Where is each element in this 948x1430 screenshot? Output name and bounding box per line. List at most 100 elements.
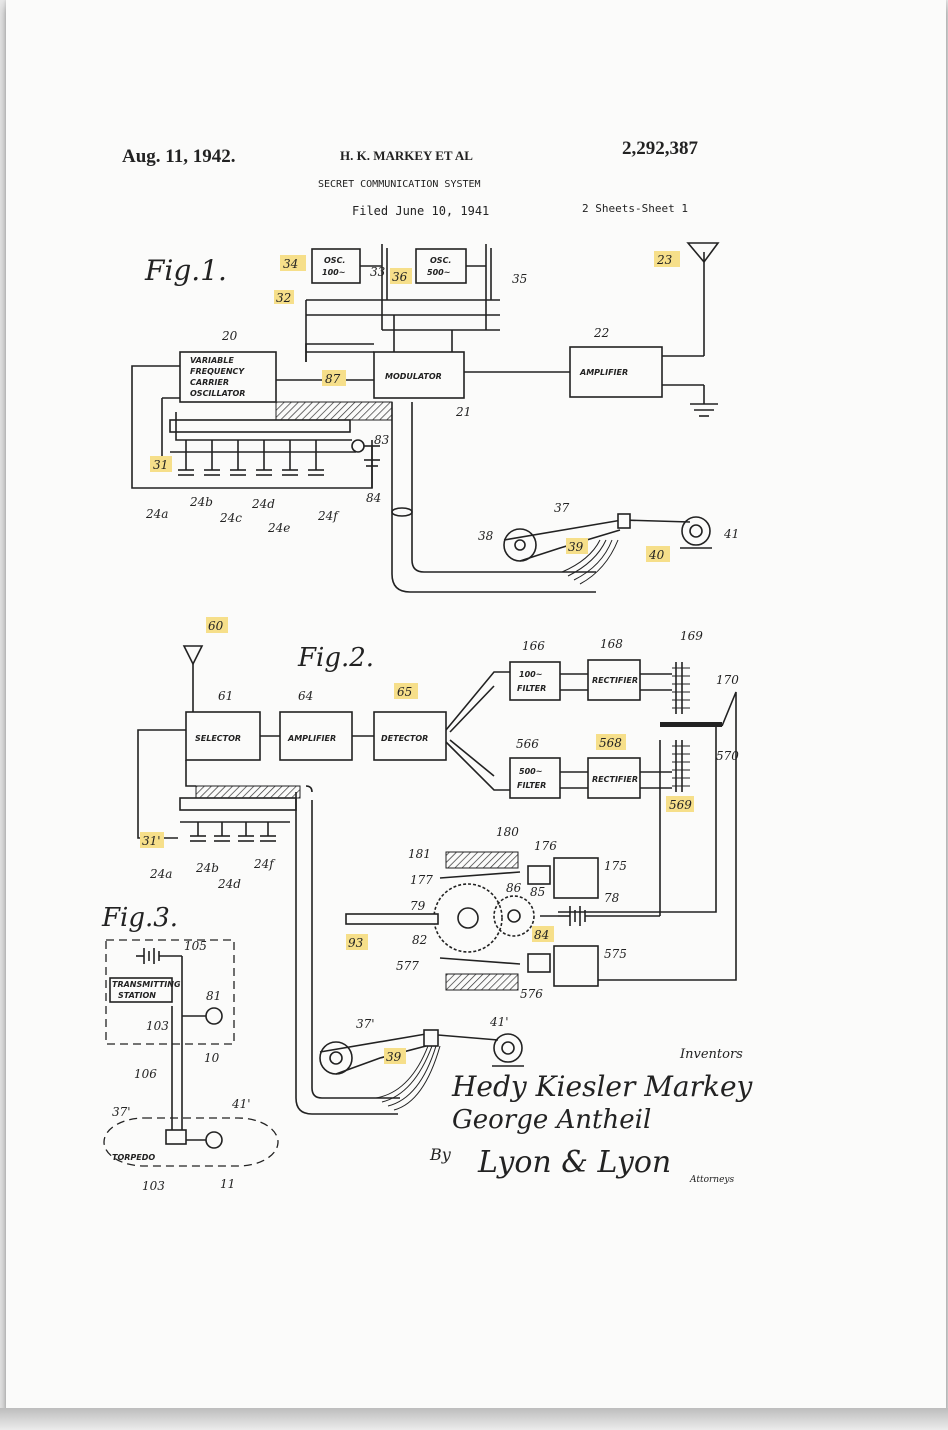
- rectifier-label-1: RECTIFIER: [592, 676, 638, 685]
- ref-40: 40: [648, 548, 665, 562]
- station-line2: STATION: [118, 991, 156, 1000]
- ref-65: 65: [397, 685, 412, 699]
- ref-32: 32: [276, 291, 291, 305]
- station-box: [109, 977, 173, 1003]
- osc-100-line2: 100~: [322, 268, 345, 277]
- ref-10: 10: [204, 1051, 220, 1065]
- modulator-box: [373, 351, 465, 399]
- station-line1: TRANSMITTING: [112, 980, 181, 989]
- ref-24e: 24e: [267, 521, 290, 535]
- selector-label: SELECTOR: [195, 734, 241, 743]
- ref-24f-fig2: 24f: [253, 857, 276, 871]
- ref-577: 577: [396, 959, 419, 973]
- ref-24f: 24f: [317, 509, 340, 523]
- ref-106: 106: [134, 1067, 157, 1081]
- header-title: SECRET COMMUNICATION SYSTEM: [318, 179, 481, 190]
- amplifier-label-2: AMPLIFIER: [287, 734, 336, 743]
- ref-36: 36: [392, 270, 408, 284]
- ref-24d: 24d: [251, 497, 275, 511]
- amplifier-box-1: [569, 346, 663, 398]
- ref-39: 39: [568, 540, 584, 554]
- ref-24b-fig2: 24b: [195, 861, 219, 875]
- rectifier-box-1: [587, 659, 641, 701]
- tuning-bar-2: [179, 797, 297, 811]
- shaft: [345, 913, 439, 925]
- ref-21: 21: [455, 405, 471, 419]
- ref-169: 169: [680, 629, 703, 643]
- rectifier-box-2: [587, 757, 641, 799]
- battery-105: [136, 948, 182, 964]
- solenoid-575: [553, 945, 599, 987]
- ref-87: 87: [325, 372, 341, 386]
- ref-569: 569: [669, 798, 692, 812]
- motor-1: [681, 516, 711, 546]
- vfo-line2: FREQUENCY: [190, 367, 245, 376]
- rectifier-label-2: RECTIFIER: [592, 775, 638, 784]
- ref-24c: 24c: [219, 511, 242, 525]
- filter-100-box: [509, 661, 561, 701]
- header-date: Aug. 11, 1942.: [122, 146, 236, 167]
- header-filed: Filed June 10, 1941: [352, 204, 489, 218]
- ref-83: 83: [374, 433, 390, 447]
- ref-20: 20: [221, 329, 238, 343]
- ref-64: 64: [298, 689, 313, 703]
- ref-175: 175: [604, 859, 627, 873]
- fig1-label: Fig.1.: [144, 254, 227, 287]
- osc-100-line1: OSC.: [324, 256, 345, 265]
- ref-84: 84: [366, 491, 381, 505]
- ref-103: 103: [146, 1019, 169, 1033]
- vfo-line3: CARRIER: [190, 378, 229, 387]
- ref-24b: 24b: [189, 495, 213, 509]
- ref-34: 34: [283, 257, 298, 271]
- battery-78: [558, 740, 661, 926]
- tape-spool-1: [503, 528, 537, 562]
- motor-2: [493, 1033, 523, 1063]
- detector-box: [373, 711, 447, 761]
- ref-22: 22: [593, 326, 609, 340]
- ref-41: 41: [723, 527, 739, 541]
- torpedo-boundary: [103, 1117, 279, 1167]
- ref-24d-fig2: 24d: [217, 877, 241, 891]
- osc-500-box: [415, 248, 467, 284]
- vfo-line4: OSCILLATOR: [190, 389, 245, 398]
- condenser-bank-1: [178, 440, 324, 476]
- torpedo-label: TORPEDO: [112, 1153, 155, 1162]
- ref-176: 176: [534, 839, 557, 853]
- ref-177: 177: [410, 873, 433, 887]
- detector-label: DETECTOR: [381, 734, 428, 743]
- filter-500-box: [509, 757, 561, 799]
- modulator-label: MODULATOR: [385, 372, 442, 381]
- amplifier-label-1: AMPLIFIER: [579, 368, 628, 377]
- solenoid-175: [553, 857, 599, 899]
- ref-82: 82: [412, 933, 427, 947]
- inventors-caption: Inventors: [679, 1047, 743, 1062]
- ref-93: 93: [348, 936, 364, 950]
- header-patent-number: 2,292,387: [622, 138, 699, 159]
- ref-181: 181: [408, 847, 431, 861]
- ref-103-fig3: 103: [142, 1179, 165, 1193]
- ref-24a-fig2: 24a: [149, 867, 172, 881]
- upper-block: [445, 851, 519, 869]
- header-sheets: 2 Sheets-Sheet 1: [582, 202, 688, 215]
- condenser-bank-2: [190, 822, 276, 842]
- ref-78: 78: [604, 891, 620, 905]
- ref-37-fig3: 37': [112, 1105, 131, 1119]
- signature-name-2: George Antheil: [452, 1105, 651, 1135]
- header-inventors: H. K. MARKEY ET AL: [340, 148, 473, 163]
- ref-41-fig3: 41': [231, 1097, 251, 1111]
- signature-name-1: Hedy Kiesler Markey: [451, 1070, 754, 1103]
- lower-block: [445, 973, 519, 991]
- ref-23: 23: [656, 253, 673, 267]
- ref-24a: 24a: [145, 507, 168, 521]
- attorney-caption: Attorneys: [689, 1175, 735, 1185]
- osc-500-line2: 500~: [427, 268, 450, 277]
- ref-84-fig2: 84: [534, 928, 549, 942]
- fig2-label: Fig.2.: [297, 643, 374, 673]
- tuning-bar: [169, 419, 351, 433]
- ref-61: 61: [218, 689, 233, 703]
- vfo-line1: VARIABLE: [190, 356, 234, 365]
- filter-500-line2: FILTER: [517, 781, 546, 790]
- filter-100-line2: FILTER: [517, 684, 546, 693]
- osc-100-box: [311, 248, 361, 284]
